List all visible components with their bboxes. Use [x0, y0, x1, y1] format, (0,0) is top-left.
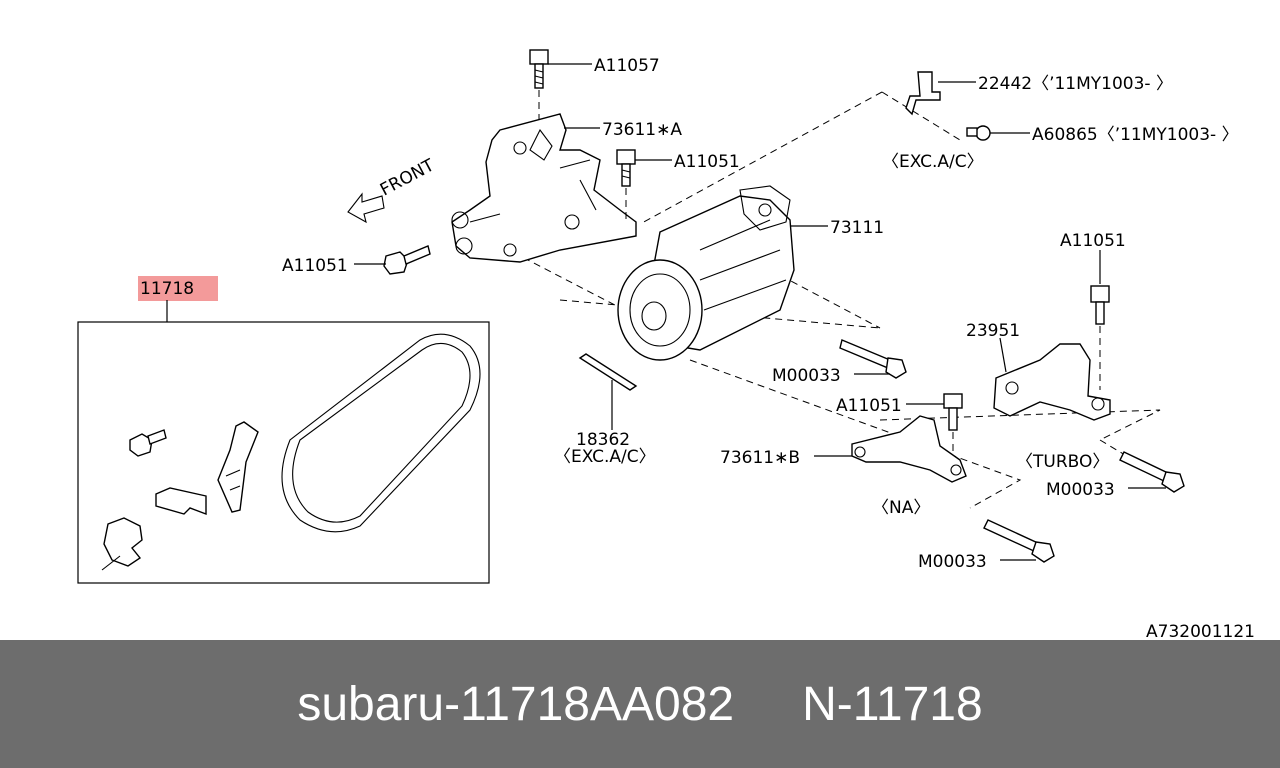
label-exc-ac-top: 〈EXC.A/C〉 — [882, 152, 984, 172]
footer-separator-1: - — [444, 677, 461, 731]
label-a11051-mid: A11051 — [836, 396, 902, 416]
label-a11051-left: A11051 — [282, 256, 348, 276]
footer-part-number: 11718AA082 — [460, 677, 735, 731]
label-11718: 11718 — [140, 279, 194, 299]
kit-bolt-icon — [129, 429, 167, 457]
bracket-73611b-icon — [851, 415, 967, 483]
kit-clip-icon — [155, 487, 207, 516]
kit-tensioner-icon — [101, 517, 143, 571]
bolt-a11051-right-icon — [1090, 285, 1110, 390]
upper-bracket-outline — [639, 91, 961, 225]
label-m00033-bottom: M00033 — [918, 552, 987, 572]
kit-bracket-icon — [217, 421, 259, 513]
pin-18362-icon — [578, 353, 638, 391]
figure-code: A732001121 — [1146, 622, 1255, 640]
label-m00033-mid: M00033 — [772, 366, 841, 386]
footer-ref-prefix: N — [802, 677, 837, 731]
bolt-m00033-bottom-icon — [983, 519, 1055, 563]
front-arrow-icon: FRONT — [347, 155, 438, 224]
label-a11051-top: A11051 — [674, 152, 740, 172]
footer-ref-number: 11718 — [852, 677, 983, 731]
label-exc-ac-bottom: 〈EXC.A/C〉 — [554, 447, 656, 467]
bolt-a11051-top-icon — [616, 149, 636, 222]
label-turbo: 〈TURBO〉 — [1016, 452, 1109, 472]
bolt-m00033-right-icon — [1119, 451, 1185, 493]
bolt-m00033-mid-icon — [839, 339, 907, 379]
highlight-11718 — [138, 276, 218, 301]
label-18362: 18362 — [576, 430, 630, 450]
bolt-a11051-mid-icon — [943, 393, 963, 462]
bolt-a11057-icon — [529, 49, 549, 120]
label-a11057: A11057 — [594, 56, 660, 76]
label-na: 〈NA〉 — [872, 498, 930, 518]
label-73611b: 73611∗B — [720, 448, 800, 468]
bolt-a60865-icon — [966, 125, 991, 141]
bolt-a11051-left-icon — [383, 245, 431, 275]
label-22442: 22442〈’11MY1003- 〉 — [978, 74, 1173, 94]
label-m00033-right: M00033 — [1046, 480, 1115, 500]
label-73111: 73111 — [830, 218, 884, 238]
parts-diagram: A11057 22442〈’11MY1003- 〉 A60865〈’11MY10… — [77, 49, 1255, 640]
footer-separator-2: - — [836, 677, 853, 731]
label-23951: 23951 — [966, 321, 1020, 341]
label-73611a: 73611∗A — [602, 120, 682, 140]
label-front: FRONT — [377, 155, 438, 200]
label-a11051-right: A11051 — [1060, 231, 1126, 251]
part-number-footer: subaru - 11718AA082 N - 11718 — [0, 640, 1280, 768]
compressor-73111-icon — [617, 185, 795, 361]
bracket-23951-icon — [993, 343, 1111, 421]
drive-belt-icon — [281, 333, 481, 533]
bracket-22442-icon — [905, 71, 941, 116]
bracket-73611a-icon — [451, 113, 637, 263]
footer-brand: subaru — [297, 677, 445, 731]
belt-kit-box — [77, 321, 490, 584]
label-a60865: A60865〈’11MY1003- 〉 — [1032, 125, 1239, 145]
